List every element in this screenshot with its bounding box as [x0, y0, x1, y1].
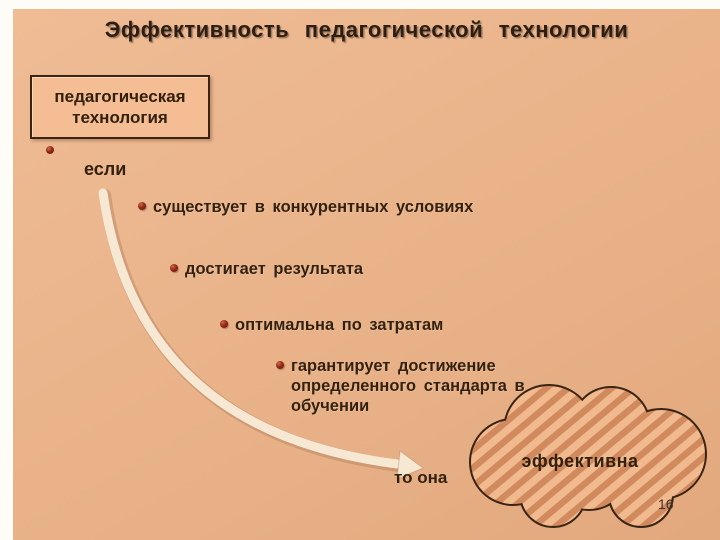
condition-item: гарантирует достижение определенного ста… [276, 356, 528, 416]
then-label: то она [394, 468, 448, 487]
slide-title: Эффективность педагогической технологии [104, 17, 629, 42]
slide-canvas: Эффективность педагогической технологии … [13, 9, 720, 540]
technology-box: педагогическая технология [30, 75, 210, 139]
condition-text: существует в конкурентных условиях [153, 198, 474, 216]
condition-item: оптимальна по затратам [220, 315, 443, 335]
bullet-dot-icon [138, 202, 146, 210]
result-label: эффективна [521, 451, 639, 471]
condition-text: гарантирует достижение определенного ста… [291, 357, 525, 416]
bullet-dot-icon [170, 264, 178, 272]
connector-dot-icon [46, 146, 54, 154]
condition-text: достигает результата [185, 260, 364, 278]
bullet-dot-icon [220, 320, 228, 328]
if-label: если [84, 159, 127, 179]
technology-box-label: педагогическая технология [54, 86, 186, 127]
condition-text: оптимальна по затратам [235, 316, 444, 334]
page-number: 16 [658, 496, 674, 512]
condition-item: существует в конкурентных условиях [138, 197, 473, 217]
bullet-dot-icon [276, 361, 284, 369]
condition-item: достигает результата [170, 259, 363, 279]
